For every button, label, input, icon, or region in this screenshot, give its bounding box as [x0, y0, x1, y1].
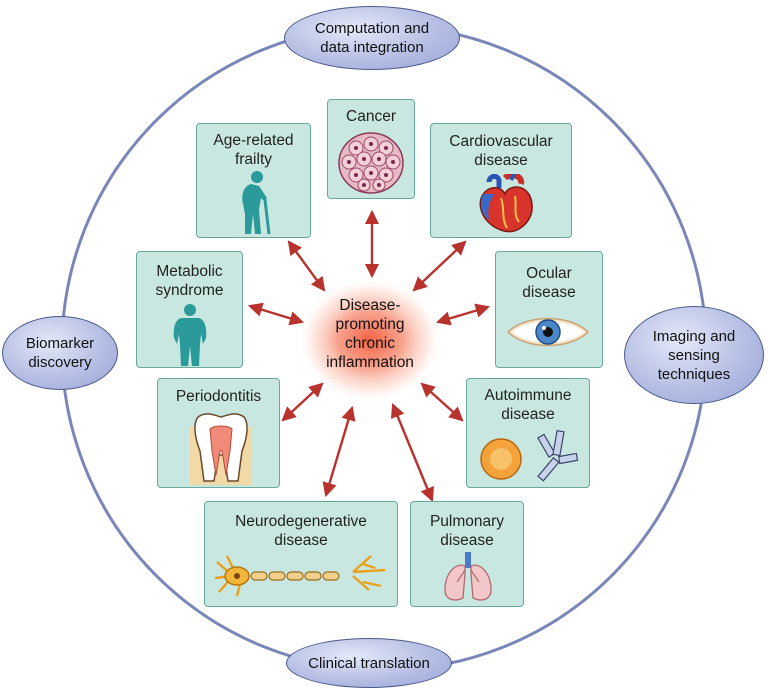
heart-icon	[479, 174, 533, 233]
frailty-label: Age-related frailty	[213, 132, 294, 168]
arrows	[247, 209, 491, 502]
immune-cell-antibody-icon	[480, 429, 579, 482]
arrow-metabolic	[247, 302, 305, 326]
box-frailty: Age-related frailty	[196, 123, 311, 238]
box-autoimmune: Autoimmune disease	[466, 378, 590, 488]
arrow-autoimmune	[420, 382, 464, 422]
box-metabolic: Metabolic syndrome	[136, 251, 243, 368]
body-silhouette-icon	[173, 304, 207, 366]
center-label: Disease- promoting chronic inflammation	[326, 297, 414, 371]
arrow-ocular	[435, 303, 491, 326]
periodontitis-label: Periodontitis	[175, 388, 262, 405]
eye-icon	[506, 317, 590, 347]
box-pulmonary: Pulmonary disease	[410, 501, 524, 607]
oval-clinical-translation: Clinical translation	[286, 638, 452, 688]
autoimmune-label: Autoimmune disease	[484, 387, 572, 423]
pulmonary-label: Pulmonary disease	[429, 513, 505, 549]
elderly-person-icon	[242, 171, 271, 235]
arrow-neurodegenerative	[322, 405, 356, 498]
inflammation-glow	[298, 278, 442, 402]
arrow-pulmonary	[390, 403, 435, 502]
ocular-label: Ocular disease	[522, 265, 576, 301]
oval-biomarker: Biomarker discovery	[2, 316, 118, 390]
box-neurodegenerative: Neurodegenerative disease	[204, 501, 398, 607]
box-periodontitis: Periodontitis	[157, 378, 280, 488]
box-cardiovascular: Cardiovascular disease	[430, 123, 572, 238]
tooth-icon	[190, 413, 252, 485]
metabolic-label: Metabolic syndrome	[155, 263, 224, 299]
box-ocular: Ocular disease	[495, 251, 603, 368]
cancer-label: Cancer	[346, 108, 396, 125]
oval-computation: Computation and data integration	[284, 6, 460, 70]
cell-cluster-icon	[338, 132, 404, 194]
box-cancer: Cancer	[327, 99, 415, 199]
arrow-periodontitis	[281, 382, 324, 422]
lungs-icon	[444, 552, 492, 601]
arrow-cardiovascular	[412, 240, 467, 292]
neuron-icon	[214, 555, 386, 597]
cardiovascular-label: Cardiovascular disease	[449, 133, 553, 169]
oval-imaging: Imaging and sensing techniques	[624, 306, 764, 404]
arrow-frailty	[287, 240, 326, 292]
neurodegenerative-label: Neurodegenerative disease	[235, 513, 367, 549]
